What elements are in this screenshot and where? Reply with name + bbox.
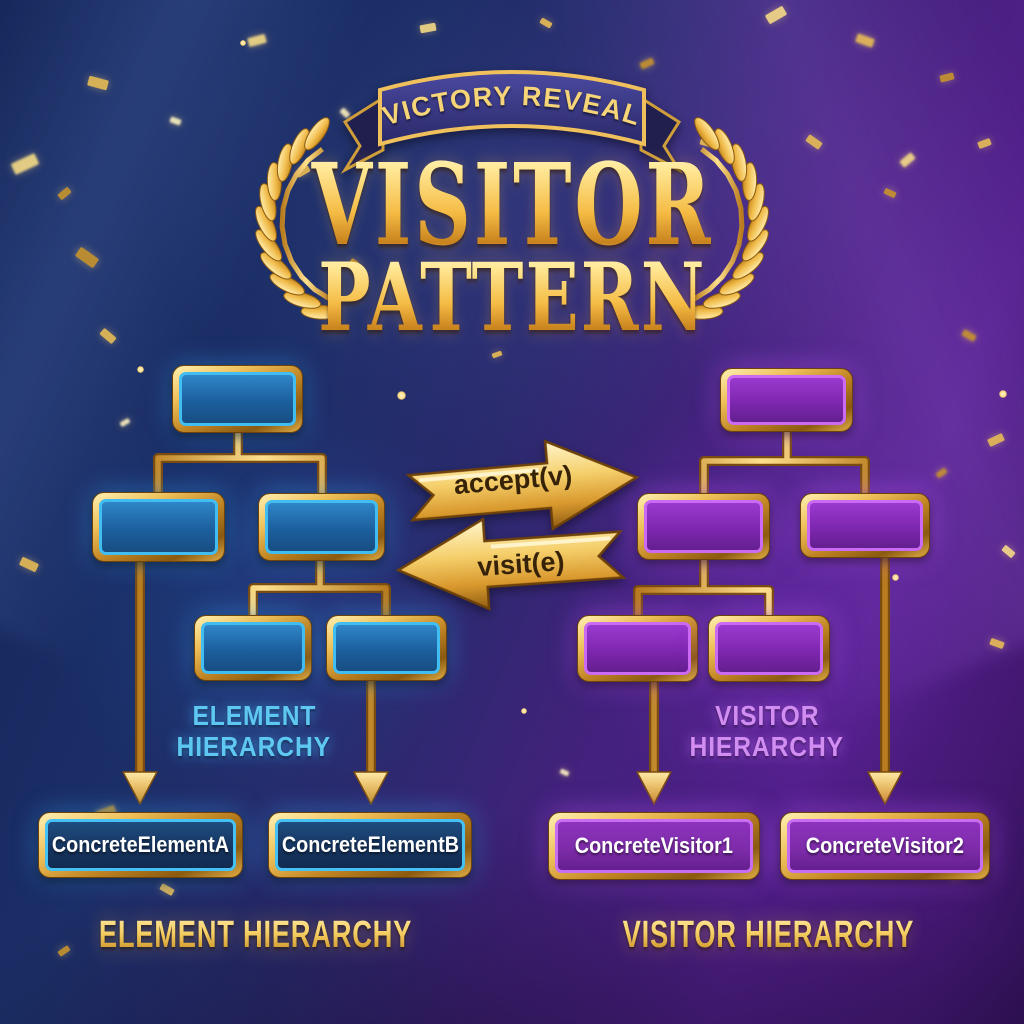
victory-banner-ribbon: VICTORY REVEAL	[340, 70, 684, 174]
concrete-visitor-2-label: ConcreteVisitor2	[805, 833, 965, 858]
visitor-root-box	[720, 368, 853, 432]
sparkle-dot	[397, 391, 406, 400]
element-grandchild-box-2	[326, 615, 447, 681]
sparkle-dot	[240, 40, 246, 46]
concrete-visitor-1-label: ConcreteVisitor1	[574, 833, 734, 858]
sparkle-dot	[892, 574, 899, 581]
accept-arrow	[405, 439, 640, 531]
visit-arrow	[395, 517, 627, 611]
laurel-wreath-right	[684, 117, 769, 320]
concrete-visitor-1-box: ConcreteVisitor1	[548, 812, 760, 880]
element-root-box	[172, 365, 303, 433]
visitor-grandchild-box-2	[708, 615, 830, 682]
visitor-tree-connectors	[633, 425, 903, 805]
sparkle-dot	[999, 390, 1007, 398]
concrete-element-b-box: ConcreteElementB	[268, 812, 472, 878]
visitor-grandchild-box-1	[577, 615, 698, 682]
element-child-box-2	[258, 493, 385, 561]
sparkle-dot	[137, 366, 144, 373]
visitor-child-box-2	[800, 493, 930, 558]
concrete-element-a-box: ConcreteElementA	[38, 812, 243, 878]
element-child-box-1	[92, 492, 225, 562]
concrete-element-a-label: ConcreteElementA	[51, 832, 230, 857]
element-tree-connectors	[122, 426, 391, 805]
laurel-wreath-left	[255, 117, 340, 320]
element-grandchild-box-1	[194, 615, 312, 681]
concrete-visitor-2-box: ConcreteVisitor2	[780, 812, 990, 880]
concrete-element-b-label: ConcreteElementB	[281, 832, 459, 857]
sparkle-dot	[521, 708, 527, 714]
visitor-child-box-1	[637, 493, 770, 560]
